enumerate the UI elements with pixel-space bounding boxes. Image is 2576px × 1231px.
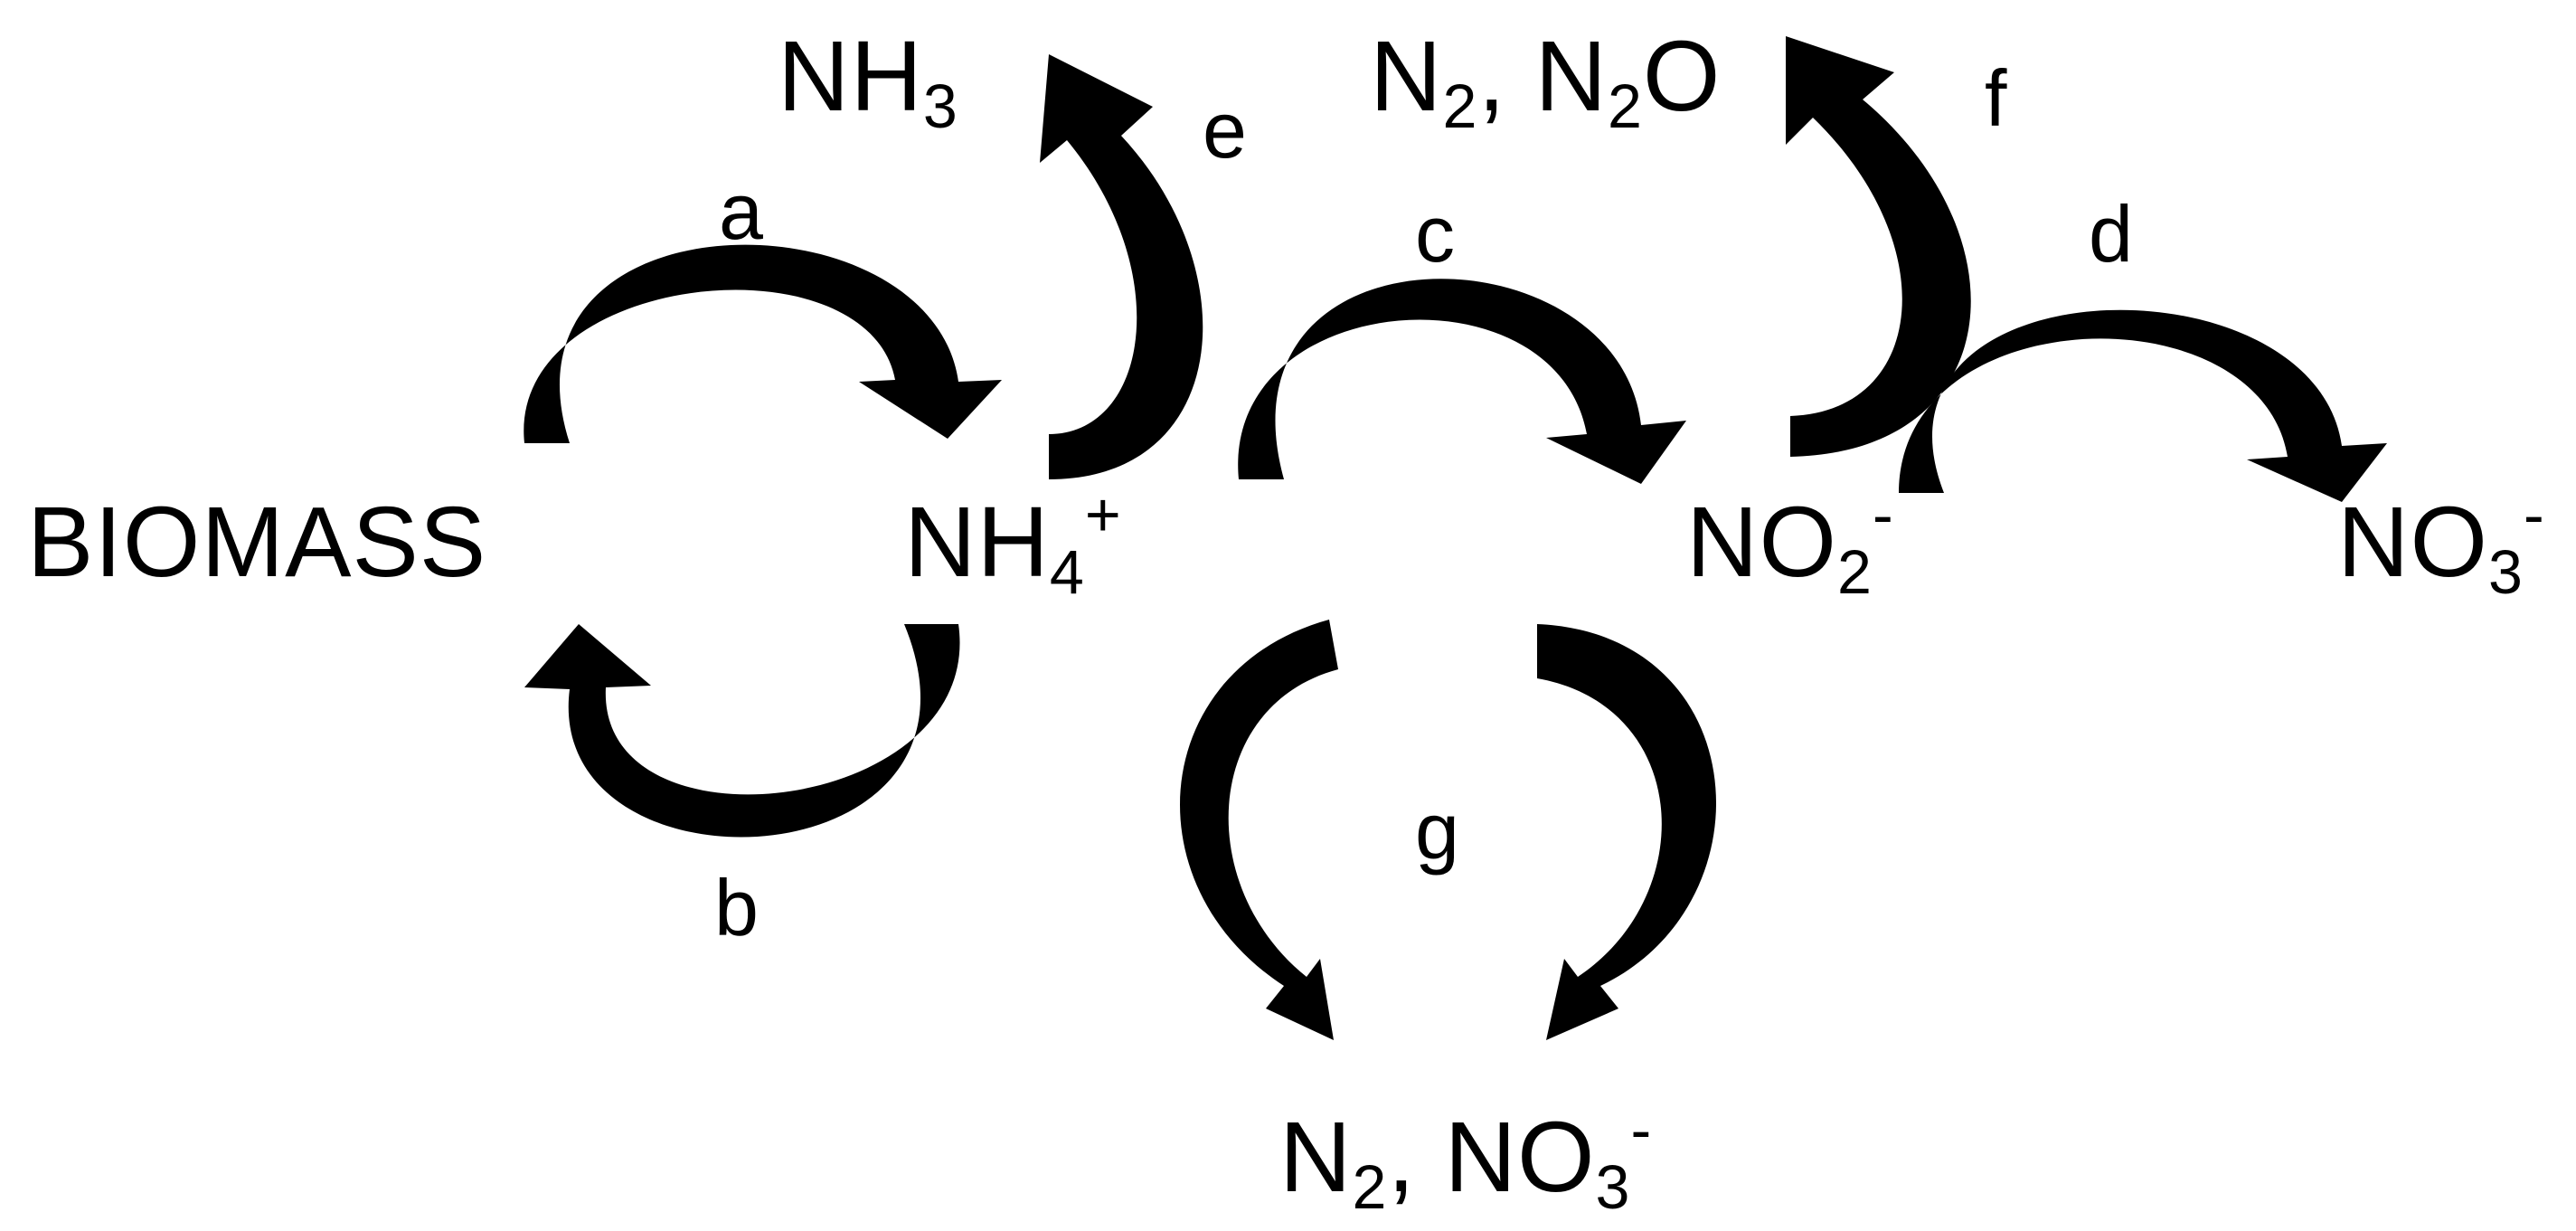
process-label-d: d — [2089, 189, 2133, 279]
nh4-sup: + — [1084, 480, 1122, 550]
arrow-f — [1786, 36, 1971, 457]
nh3-label: NH3 — [778, 27, 958, 138]
arrow-e — [1040, 54, 1203, 479]
n2-no3-b: NO — [1444, 1102, 1596, 1213]
biomass-label: BIOMASS — [27, 493, 486, 592]
process-label-c: c — [1415, 189, 1455, 279]
nh3-base: NH — [778, 21, 923, 132]
n2-no3-a: N — [1279, 1102, 1353, 1213]
no3-sub: 3 — [2488, 538, 2524, 608]
no3-base: NO — [2337, 487, 2488, 598]
n2-n2o-b: N — [1534, 21, 1608, 132]
arrow-d — [1899, 309, 2387, 502]
process-label-g: g — [1415, 786, 1459, 876]
no2-base: NO — [1686, 487, 1837, 598]
n2-no3-sep: , — [1387, 1102, 1445, 1213]
no3-sup: - — [2523, 480, 2545, 550]
arrow-c — [1238, 279, 1686, 484]
n2-n2o-label: N2, N2O — [1370, 27, 1721, 138]
no2-sup: - — [1872, 480, 1894, 550]
nh4-base: NH — [904, 487, 1050, 598]
biomass-text: BIOMASS — [27, 487, 487, 598]
nh4-label: NH4+ — [904, 485, 1122, 604]
no3-label: NO3- — [2337, 485, 2545, 604]
process-label-b: b — [714, 863, 759, 952]
arrow-g-right — [1537, 624, 1717, 1040]
process-label-f: f — [1985, 53, 2007, 143]
no2-sub: 2 — [1837, 538, 1873, 608]
n2-n2o-a: N — [1370, 21, 1443, 132]
nh3-sub: 3 — [922, 72, 958, 142]
n2-no3-b-sup: - — [1630, 1095, 1653, 1165]
n2-n2o-b-tail: O — [1642, 21, 1722, 132]
process-label-e: e — [1203, 85, 1247, 175]
nh4-sub: 4 — [1049, 538, 1085, 608]
n2-n2o-b-sub: 2 — [1607, 72, 1643, 142]
arrow-b — [524, 624, 960, 838]
n2-no3-a-sub: 2 — [1352, 1153, 1388, 1223]
n2-n2o-a-sub: 2 — [1442, 72, 1478, 142]
n2-no3-label: N2, NO3- — [1279, 1100, 1652, 1219]
no2-label: NO2- — [1686, 485, 1894, 604]
n2-no3-b-sub: 3 — [1595, 1153, 1631, 1223]
process-label-a: a — [719, 166, 763, 256]
n2-n2o-sep: , — [1477, 21, 1535, 132]
arrow-a — [524, 244, 1002, 443]
arrow-g-left — [1180, 620, 1338, 1040]
